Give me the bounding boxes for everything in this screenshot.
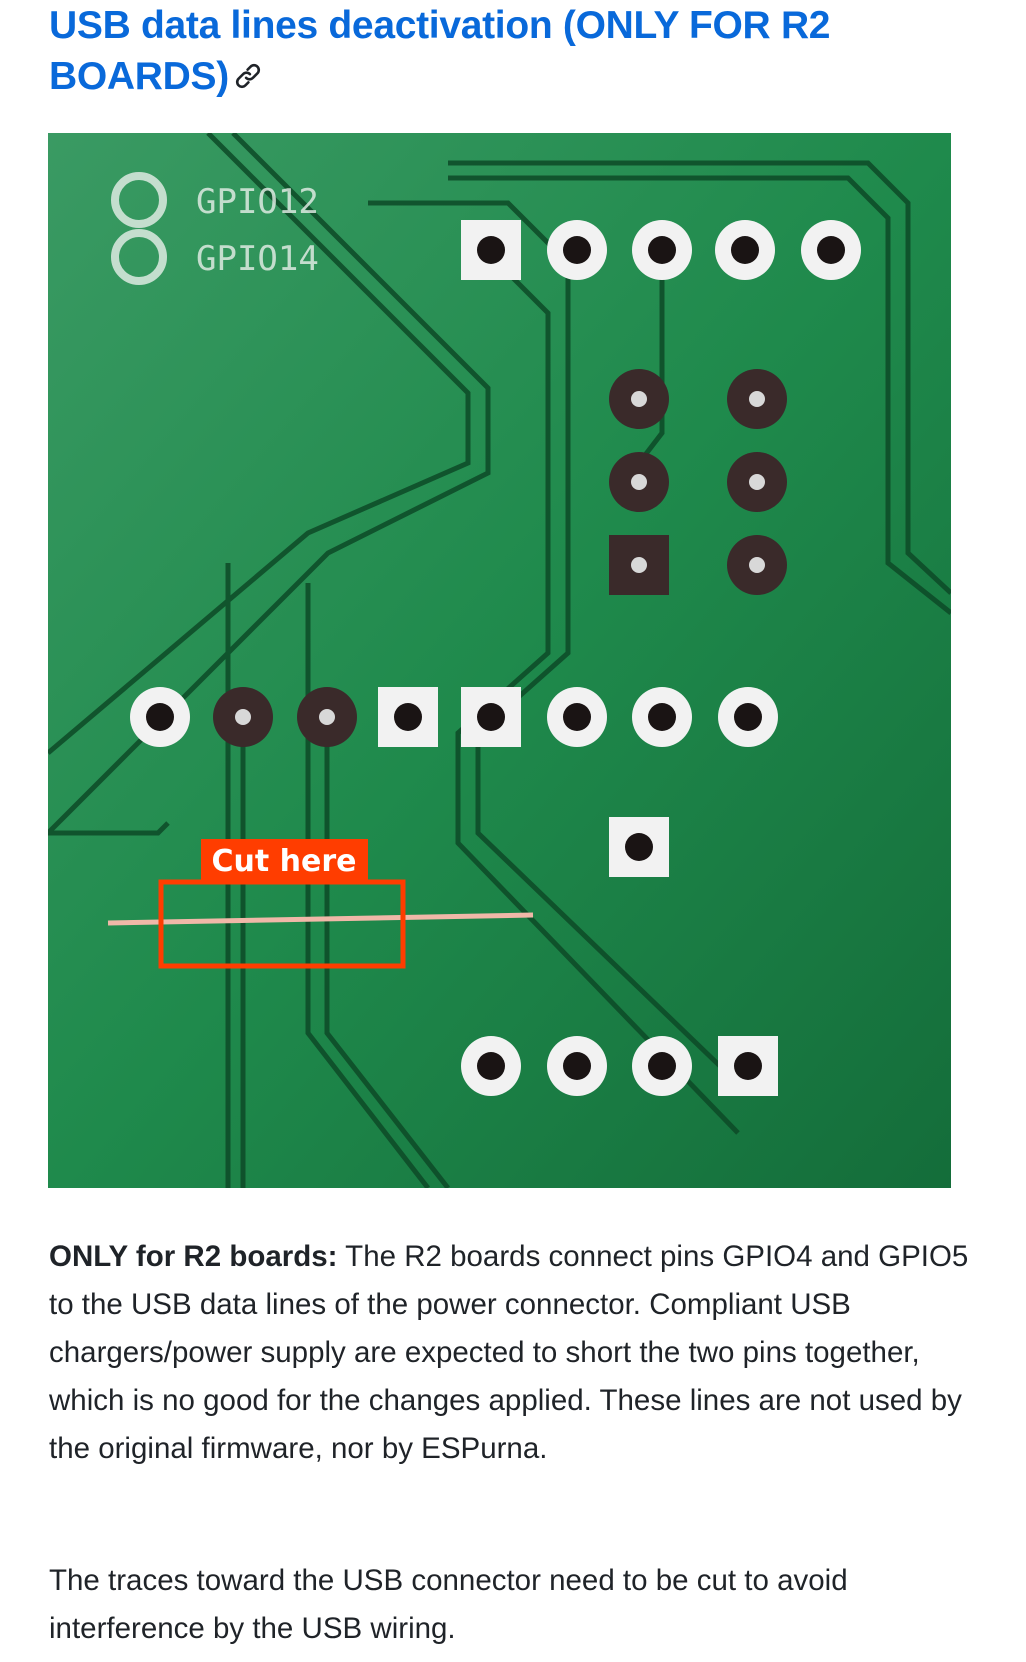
pcb-pad-hole [648,236,676,264]
pcb-pad-hole [648,703,676,731]
cut-label: Cut here [211,844,356,879]
silkscreen-label-gpio14: GPIO14 [196,239,319,279]
heading-anchor[interactable]: USB data lines deactivation (ONLY FOR R2… [49,4,831,98]
pcb-pad-hole [394,703,422,731]
pcb-pad-hole [749,557,765,573]
pcb-pad-hole [817,236,845,264]
silkscreen: GPIO12 GPIO14 [111,172,319,285]
pcb-pad-hole [734,703,762,731]
pcb-pad-hole [749,474,765,490]
pcb-pad-hole [477,1052,505,1080]
pcb-pad-hole [146,703,174,731]
cut-annotation: Cut here [107,839,534,969]
pcb-pad-hole [631,474,647,490]
silkscreen-label-gpio12: GPIO12 [196,182,319,222]
pcb-pad-hole [563,703,591,731]
paragraph-text: The R2 boards connect pins GPIO4 and GPI… [49,1240,969,1465]
pcb-pad-hole [631,557,647,573]
pcb-pad-hole [749,391,765,407]
pcb-pad-hole [563,1052,591,1080]
link-icon[interactable] [233,53,263,104]
pcb-pad-hole [648,1052,676,1080]
paragraph-cut-traces: The traces toward the USB connector need… [49,1564,848,1645]
pcb-pad-hole [477,236,505,264]
board-background [48,133,951,1188]
pads [130,220,861,1096]
pcb-pad-hole [734,1052,762,1080]
pcb-pad-hole [477,703,505,731]
heading-text: USB data lines deactivation (ONLY FOR R2… [49,4,831,98]
paragraph-bold-lead: ONLY for R2 boards: [49,1240,338,1273]
pcb-pad-hole [563,236,591,264]
pcb-pad-hole [319,709,335,725]
pcb-pad-hole [631,391,647,407]
section-heading: USB data lines deactivation (ONLY FOR R2… [49,0,949,104]
cut-label-bg [201,839,368,882]
pcb-pad-hole [235,709,251,725]
paragraph-r2-boards: ONLY for R2 boards: The R2 boards connec… [49,1233,969,1473]
pcb-pad-hole [731,236,759,264]
pcb-photo: GPIO12 GPIO14 Cut here [48,133,951,1188]
pcb-pad-hole [625,833,653,861]
